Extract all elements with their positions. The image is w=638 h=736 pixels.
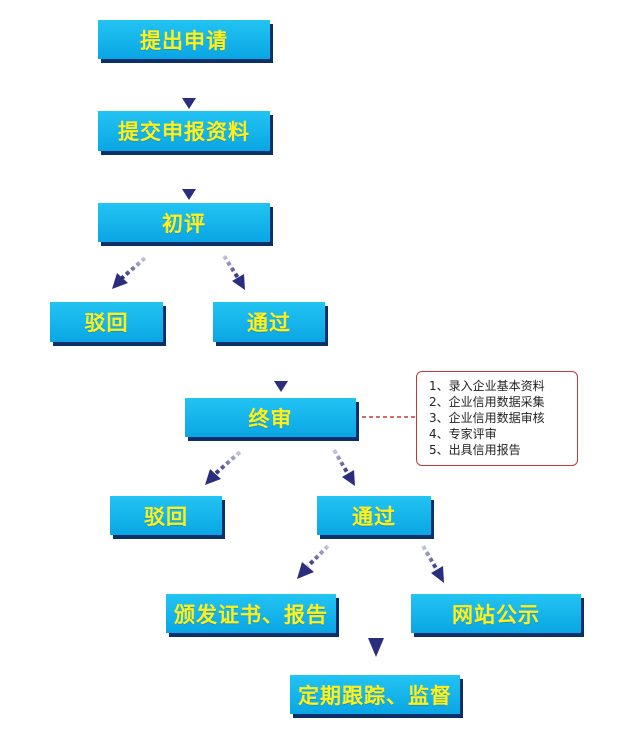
step-1: 1、录入企业基本资料 <box>429 379 545 393</box>
arrow-pass-to-tracking <box>368 560 384 657</box>
node-pass-1: 通过 <box>213 302 325 342</box>
arrow-pass-to-certificate <box>297 544 330 579</box>
node-final-review: 终审 <box>185 398 356 437</box>
final-review-steps-note: 1、录入企业基本资料 2、企业信用数据采集 3、企业信用数据审核 4、专家评审 … <box>416 371 578 466</box>
node-issue-certificate: 颁发证书、报告 <box>166 594 336 633</box>
node-submit-materials: 提交申报资料 <box>98 111 270 151</box>
node-preliminary-review: 初评 <box>98 203 270 242</box>
step-4: 4、专家评审 <box>429 427 497 441</box>
arrow-final-to-pass <box>332 448 355 486</box>
node-submit-application: 提出申请 <box>98 20 270 59</box>
arrow-final-to-reject <box>205 450 242 485</box>
node-pass-2: 通过 <box>317 496 431 535</box>
step-3: 3、企业信用数据审核 <box>429 411 545 425</box>
arrow-pass-to-website <box>421 544 444 583</box>
node-website-publicity: 网站公示 <box>411 594 581 633</box>
arrow-preliminary-to-pass <box>222 254 245 290</box>
arrow-materials-to-preliminary <box>182 158 196 200</box>
node-reject-2: 驳回 <box>110 496 222 535</box>
step-2: 2、企业信用数据采集 <box>429 395 545 409</box>
node-regular-tracking: 定期跟踪、监督 <box>290 675 460 714</box>
arrow-preliminary-to-reject <box>112 256 147 289</box>
step-5: 5、出具信用报告 <box>429 443 521 457</box>
node-reject-1: 驳回 <box>50 302 163 342</box>
arrow-apply-to-materials <box>182 68 196 109</box>
arrow-pass-to-final <box>274 351 288 392</box>
